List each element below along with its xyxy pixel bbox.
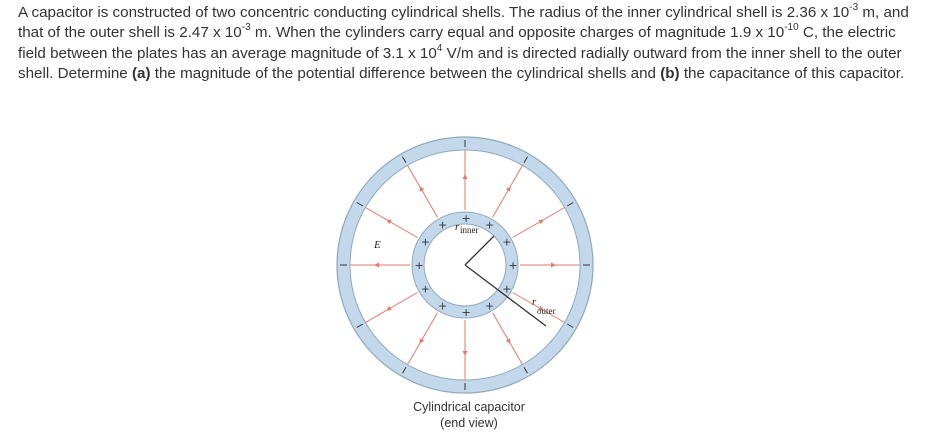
field-arrows <box>350 150 580 380</box>
field-arrow <box>419 312 438 344</box>
field-arrow <box>419 186 438 218</box>
capacitor-diagram: + + + + + + + + + + + + r inner r outer E <box>336 136 594 394</box>
field-arrow <box>386 292 418 311</box>
figure-caption-subtitle: (end view) <box>440 416 498 430</box>
field-label-e: E <box>373 239 381 251</box>
r-outer-subscript: outer <box>537 306 556 316</box>
plus-sign: + <box>485 300 494 313</box>
r-outer-symbol: r <box>532 296 537 308</box>
minus-sign <box>566 323 574 328</box>
field-line <box>407 342 421 365</box>
negative-charges <box>340 140 590 390</box>
field-line <box>509 165 523 188</box>
plus-sign: + <box>502 283 511 296</box>
figure-caption-title: Cylindrical capacitor <box>413 400 525 414</box>
minus-sign <box>523 156 528 164</box>
positive-charges: + + + + + + + + + + + + <box>415 212 518 319</box>
inner-radius-line <box>464 235 495 266</box>
plus-sign: + <box>502 236 511 249</box>
r-inner-subscript: inner <box>460 225 479 235</box>
plus-sign: + <box>462 306 471 319</box>
plus-sign: + <box>421 283 430 296</box>
field-arrow <box>492 186 511 218</box>
cylindrical-capacitor-figure: + + + + + + + + + + + + r inner r outer E Cylindric… <box>334 130 604 438</box>
field-line <box>542 309 565 323</box>
minus-sign <box>523 366 528 374</box>
r-inner-symbol: r <box>455 221 460 233</box>
plus-sign: + <box>415 259 424 272</box>
minus-sign <box>356 323 364 328</box>
plus-sign: + <box>421 236 430 249</box>
plus-sign: + <box>509 259 518 272</box>
plus-sign: + <box>438 218 447 231</box>
minus-sign <box>402 156 407 164</box>
problem-statement: A capacitor is constructed of two concen… <box>18 1 909 83</box>
field-line <box>542 207 565 221</box>
field-line <box>365 309 388 323</box>
field-arrow <box>492 312 511 344</box>
plus-sign: + <box>485 218 494 231</box>
plus-sign: + <box>462 212 471 225</box>
minus-sign <box>402 366 407 374</box>
field-line <box>365 207 388 221</box>
field-line <box>509 342 523 365</box>
field-arrow <box>512 292 544 311</box>
minus-sign <box>566 202 574 207</box>
field-arrow <box>512 219 544 238</box>
plus-sign: + <box>438 300 447 313</box>
field-line <box>407 165 421 188</box>
minus-sign <box>356 202 364 207</box>
outer-radius-line <box>464 264 547 327</box>
field-arrow <box>386 219 418 238</box>
